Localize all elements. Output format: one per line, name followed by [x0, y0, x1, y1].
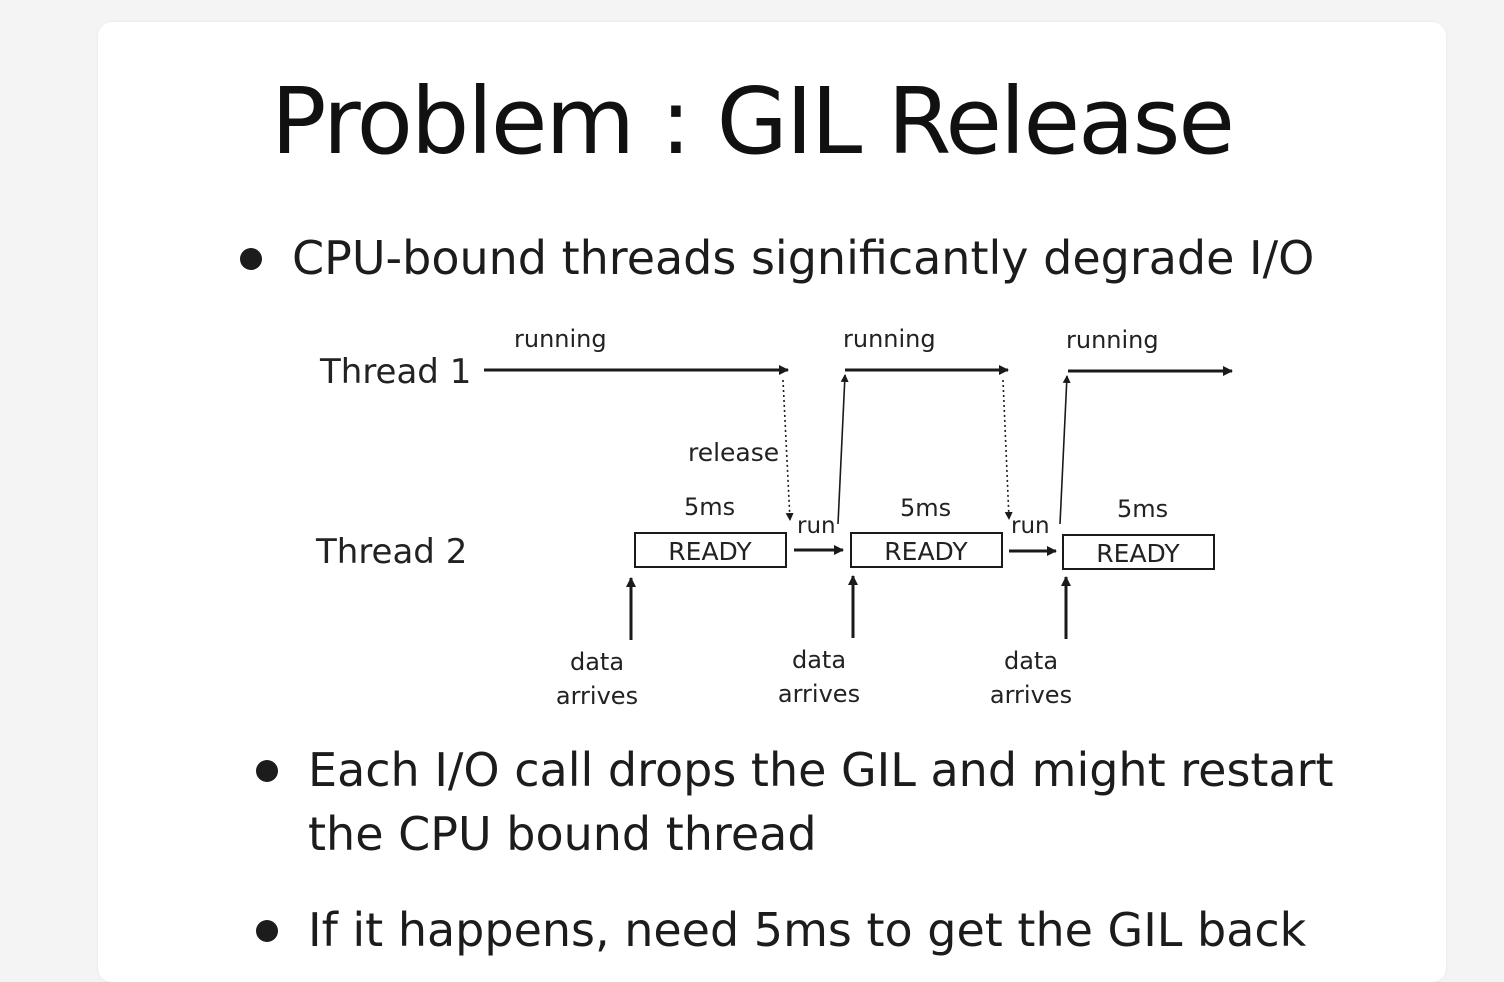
ready-label: READY — [1096, 539, 1180, 568]
data-label: data — [1004, 647, 1058, 675]
slide-card — [98, 22, 1446, 982]
run-label: run — [797, 513, 836, 539]
delay-label: 5ms — [900, 494, 951, 522]
arrives-label: arrives — [778, 680, 860, 708]
bullet-dot-icon — [240, 248, 262, 270]
ready-label: READY — [668, 537, 752, 566]
run-up-arrow — [1059, 375, 1071, 525]
ready-box — [634, 532, 787, 568]
run-label: run — [1011, 513, 1050, 539]
thread1-label: Thread 1 — [319, 352, 471, 392]
running-label: running — [1066, 326, 1159, 354]
arrives-label: arrives — [556, 682, 638, 710]
ready-box — [1062, 534, 1215, 570]
bullet-dot-icon — [256, 920, 278, 942]
bullet-text-continued: the CPU bound thread — [308, 807, 817, 861]
bullet-text: CPU-bound threads significantly degrade … — [292, 231, 1315, 285]
running-label: running — [843, 325, 936, 353]
thread2-label: Thread 2 — [315, 532, 467, 572]
ready-label: READY — [884, 537, 968, 566]
delay-label: 5ms — [684, 493, 735, 521]
release-label: release — [688, 438, 779, 467]
run-up-arrow — [837, 374, 849, 525]
running-label: running — [514, 325, 607, 353]
data-label: data — [570, 648, 624, 676]
bullet-text: Each I/O call drops the GIL and might re… — [308, 743, 1334, 797]
release-arrow — [1002, 379, 1013, 520]
release-arrow — [782, 379, 794, 521]
delay-label: 5ms — [1117, 495, 1168, 523]
bullet-text: If it happens, need 5ms to get the GIL b… — [308, 903, 1307, 957]
slide-title: Problem : GIL Release — [270, 68, 1235, 175]
bullet-dot-icon — [256, 760, 278, 782]
ready-box — [850, 532, 1003, 568]
arrives-label: arrives — [990, 681, 1072, 709]
data-label: data — [792, 646, 846, 674]
